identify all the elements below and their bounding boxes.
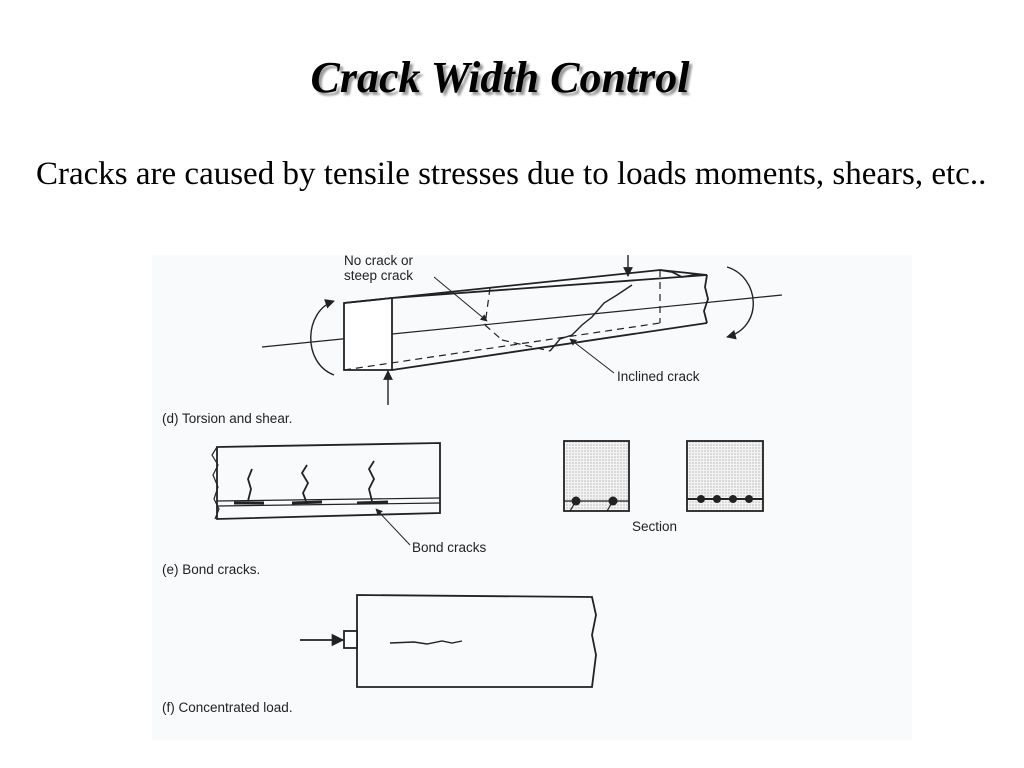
crack-types-figure: No crack or steep crack Inclined crack (…: [152, 255, 912, 740]
slide-title: Crack Width Control: [310, 53, 690, 102]
section-four-bars: [686, 440, 764, 512]
bond-beam-break-line: [211, 446, 220, 520]
flexural-crack-1: [247, 468, 253, 502]
beam-bottom-edge: [391, 322, 708, 371]
torsion-moment-arrow-right: [726, 266, 754, 340]
leader-no-crack: [433, 276, 488, 322]
beam-far-end: [703, 274, 709, 324]
flexural-crack-3: [367, 460, 376, 502]
label-section: Section: [632, 519, 677, 534]
leader-bond-cracks: [375, 508, 411, 546]
label-bond-cracks: Bond cracks: [412, 540, 487, 555]
caption-torsion-shear: (d) Torsion and shear.: [162, 411, 292, 426]
torsion-beam-diagram: [261, 255, 783, 405]
beam-ragged-top: [659, 269, 707, 278]
flexural-crack-2: [300, 464, 310, 502]
caption-concentrated-load: (f) Concentrated load.: [162, 700, 293, 715]
torsion-moment-arrow-left: [310, 299, 335, 376]
concentrated-beam-outline: [356, 594, 597, 688]
rebar-line-bottom: [216, 502, 441, 507]
bearing-plate: [343, 630, 358, 649]
label-no-crack-line1: No crack or: [344, 255, 414, 268]
rebar-line-top: [216, 497, 441, 502]
bond-crack-2: [291, 500, 323, 505]
splitting-crack: [389, 640, 463, 645]
inclined-crack-path: [549, 284, 633, 352]
leader-inclined-crack: [569, 338, 615, 374]
beam-front-face: [343, 297, 393, 371]
bond-cracks-beam-diagram: [211, 442, 441, 546]
bond-crack-3: [356, 500, 389, 505]
label-no-crack-line2: steep crack: [344, 268, 413, 283]
bond-beam-outline: [216, 442, 441, 520]
section-two-bars: [563, 440, 630, 512]
caption-bond-cracks: (e) Bond cracks.: [162, 562, 260, 577]
concentrated-load-diagram: [300, 594, 597, 688]
slide-body-text: Cracks are caused by tensile stresses du…: [36, 156, 987, 192]
label-inclined-crack: Inclined crack: [617, 369, 700, 384]
